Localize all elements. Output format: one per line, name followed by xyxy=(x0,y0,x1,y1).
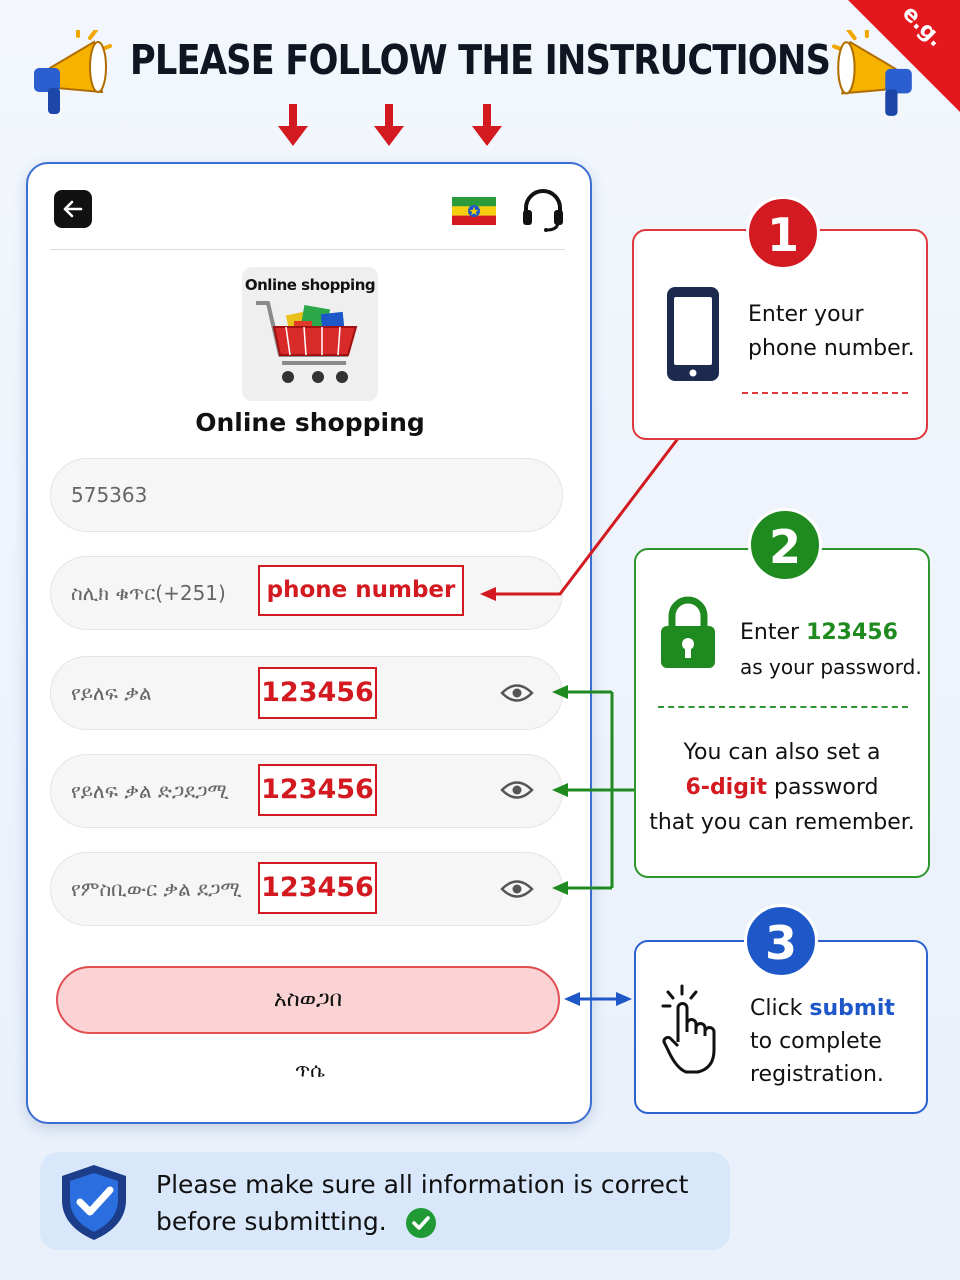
check-circle-icon xyxy=(405,1208,436,1238)
arrow-down-icon xyxy=(372,104,406,148)
eye-icon[interactable] xyxy=(500,682,534,704)
arrow-down-icon xyxy=(470,104,504,148)
step-1-line2: phone number. xyxy=(748,336,915,361)
submit-button[interactable]: አስወጋበ xyxy=(56,966,560,1034)
invite-code-value: 575363 xyxy=(71,483,148,507)
back-arrow-icon xyxy=(63,200,83,218)
step-2-note-line2: 6-digit password xyxy=(636,771,928,805)
eye-icon[interactable] xyxy=(500,878,534,900)
step-2-line1: Enter 123456 xyxy=(740,616,898,650)
invite-code-field[interactable]: 575363 xyxy=(50,458,563,532)
password-label: የይለፍ ቃል xyxy=(71,681,152,705)
step-1-badge: 1 xyxy=(746,196,820,270)
step-3-line2: to complete xyxy=(750,1029,882,1054)
step-2-divider xyxy=(658,706,908,708)
step-1-line1: Enter your xyxy=(748,302,864,327)
back-button[interactable] xyxy=(54,190,92,228)
app-name: Online shopping xyxy=(195,408,425,437)
pointer-hand-icon xyxy=(660,984,730,1078)
step-2-badge: 2 xyxy=(748,508,822,582)
withdraw-password-value: 123456 xyxy=(258,862,377,914)
shopping-cart-icon xyxy=(256,301,358,383)
phone-label: ስሊክ ቁጥር(+251) xyxy=(71,581,226,605)
lock-icon xyxy=(658,594,718,670)
footer-line2: before submitting. xyxy=(156,1203,688,1240)
logo-caption: Online shopping xyxy=(244,276,376,294)
step-3-badge: 3 xyxy=(744,904,818,978)
step-2-note-password: password xyxy=(774,775,879,800)
phone-number-hint: phone number xyxy=(258,565,464,616)
confirm-password-label: የይለፍ ቃል ድጋደጋሚ xyxy=(71,779,229,803)
app-logo xyxy=(242,267,378,401)
password-value: 123456 xyxy=(258,667,377,719)
step-2-note-line3: that you can remember. xyxy=(649,810,915,835)
step-3-line1: Click submit xyxy=(750,992,895,1026)
withdraw-password-label: የምስቢውር ቃል ደጋሚ xyxy=(71,877,242,901)
step-1-divider xyxy=(742,392,908,394)
step-2-six-digit: 6-digit xyxy=(685,775,768,800)
eye-icon[interactable] xyxy=(500,779,534,801)
phone-icon xyxy=(664,284,722,384)
headset-icon[interactable] xyxy=(520,188,566,232)
step-2-password: 123456 xyxy=(806,620,898,645)
step-2-note-line1: You can also set a xyxy=(683,740,881,765)
step-2-enter: Enter xyxy=(740,620,800,645)
step-3-click: Click xyxy=(750,996,803,1021)
arrow-down-icon xyxy=(276,104,310,148)
step-3-line3: registration. xyxy=(750,1062,884,1087)
instructions-title: PLEASE FOLLOW THE INSTRUCTIONS xyxy=(129,36,831,84)
footer-line2-text: before submitting. xyxy=(156,1207,387,1236)
megaphone-icon xyxy=(26,30,116,120)
step-2-line2: as your password. xyxy=(740,655,922,679)
ethiopia-flag-icon[interactable] xyxy=(452,197,496,225)
confirm-password-value: 123456 xyxy=(258,764,377,816)
shield-check-icon xyxy=(58,1162,130,1242)
footer-line1: Please make sure all information is corr… xyxy=(156,1170,689,1199)
login-link[interactable]: ጥሴ xyxy=(294,1058,326,1082)
footer-message: Please make sure all information is corr… xyxy=(156,1166,688,1240)
step-3-submit: submit xyxy=(809,996,895,1021)
megaphone-icon xyxy=(828,30,920,122)
header-divider xyxy=(50,249,565,250)
footer-notice xyxy=(40,1152,730,1250)
